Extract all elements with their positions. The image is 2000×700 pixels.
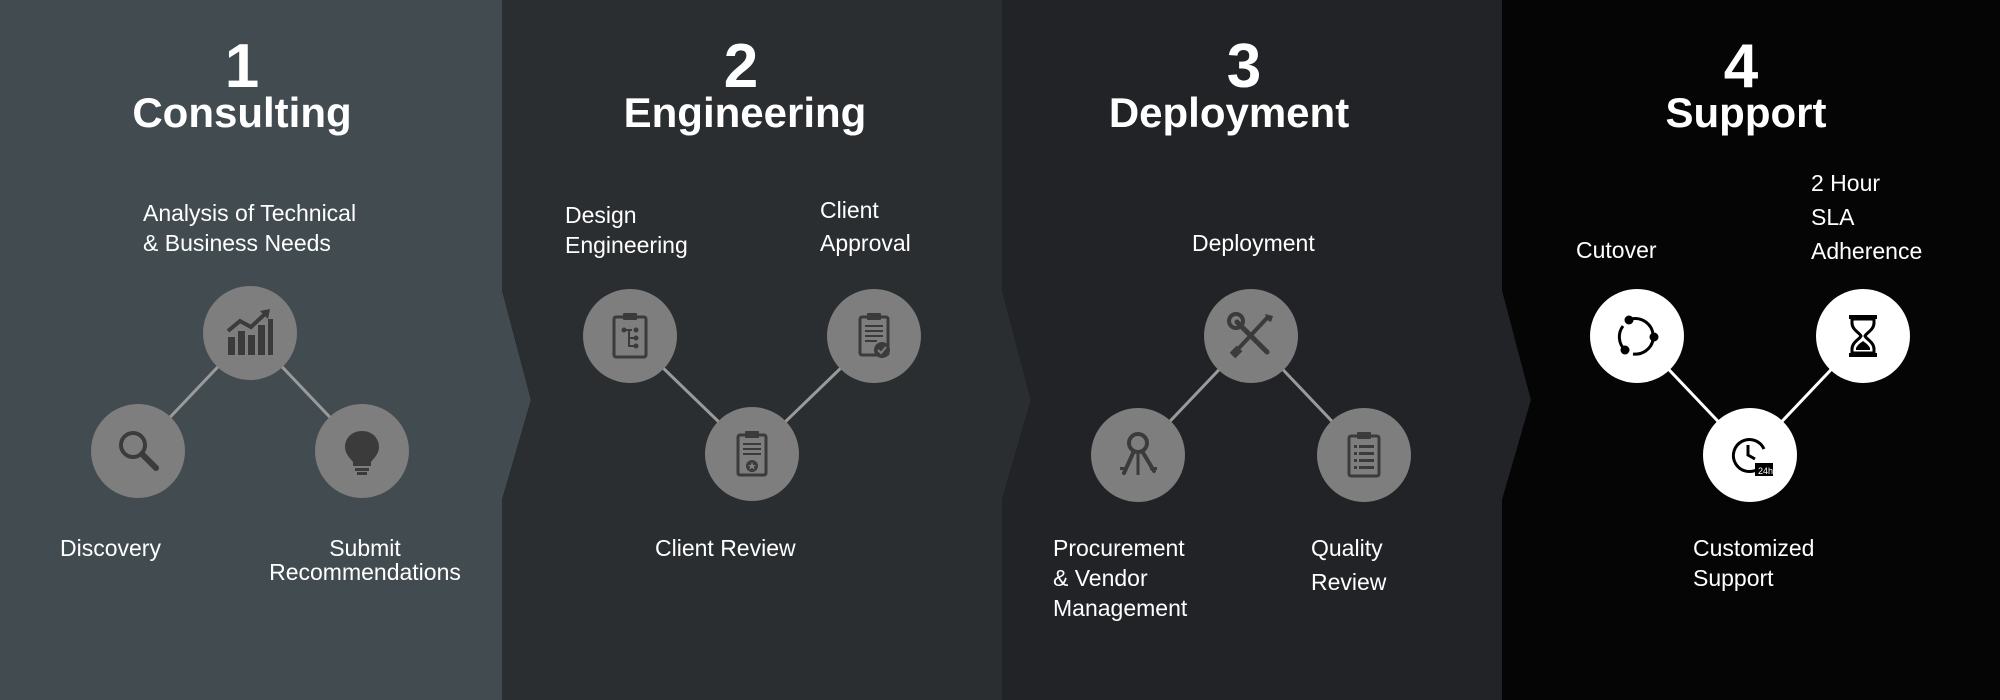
step-node-customized-support: 24h bbox=[1703, 408, 1797, 502]
step-node-discovery bbox=[91, 404, 185, 498]
step-label-client-approval: Client Approval bbox=[820, 197, 911, 256]
step-label-deployment: Deployment bbox=[1192, 230, 1315, 256]
hourglass-icon bbox=[1849, 315, 1877, 357]
phase-title-support: Support bbox=[1665, 89, 1827, 136]
step-node-client-approval bbox=[827, 289, 921, 383]
keys-icon bbox=[1120, 432, 1157, 475]
step-node-quality-review bbox=[1317, 408, 1411, 502]
step-label-analysis: Analysis of Technical & Business Needs bbox=[143, 200, 357, 256]
phase-number-1: 1 bbox=[224, 32, 260, 101]
step-node-analysis bbox=[203, 286, 297, 380]
step-label-design-engineering: Design Engineering bbox=[565, 202, 688, 258]
magnifier-icon bbox=[119, 431, 159, 471]
step-node-cutover bbox=[1590, 289, 1684, 383]
panel-engineering bbox=[502, 0, 1031, 700]
step-label-cutover: Cutover bbox=[1576, 237, 1657, 263]
step-node-procurement bbox=[1091, 408, 1185, 502]
phase-title-deployment: Deployment bbox=[1108, 89, 1350, 136]
step-label-client-review: Client Review bbox=[655, 535, 796, 561]
step-label-recommendations: Submit Recommendations bbox=[269, 535, 461, 585]
clock-24h-icon: 24h bbox=[1731, 438, 1773, 476]
wrench-screwdriver-icon bbox=[1227, 312, 1273, 359]
step-node-client-review bbox=[705, 407, 799, 501]
cycle-arrows-icon bbox=[1617, 315, 1659, 356]
step-label-quality-review: Quality Review bbox=[1311, 535, 1387, 595]
step-label-sla: 2 Hour SLA Adherence bbox=[1811, 170, 1923, 264]
phase-title-consulting: Consulting bbox=[132, 89, 352, 136]
phase-number-2: 2 bbox=[723, 32, 759, 101]
step-label-customized-support: Customized Support bbox=[1693, 535, 1815, 591]
chart-growth-icon bbox=[226, 309, 273, 355]
step-node-design-engineering bbox=[583, 289, 677, 383]
step-node-sla bbox=[1816, 289, 1910, 383]
clipboard-check-icon bbox=[858, 313, 890, 358]
phase-number-3: 3 bbox=[1226, 32, 1262, 101]
step-label-discovery: Discovery bbox=[60, 535, 161, 561]
panel-support bbox=[1502, 0, 2000, 700]
step-node-deployment bbox=[1204, 289, 1298, 383]
clipboard-star-icon bbox=[736, 431, 768, 477]
clipboard-list-icon bbox=[1347, 432, 1381, 478]
phase-title-engineering: Engineering bbox=[623, 89, 867, 136]
clipboard-diagram-icon bbox=[612, 313, 648, 359]
step-label-procurement: Procurement & Vendor Management bbox=[1053, 535, 1188, 621]
step-node-recommendations bbox=[315, 404, 409, 498]
lightbulb-icon bbox=[345, 431, 379, 475]
svg-text:24h: 24h bbox=[1758, 466, 1773, 476]
phase-number-4: 4 bbox=[1723, 32, 1759, 101]
